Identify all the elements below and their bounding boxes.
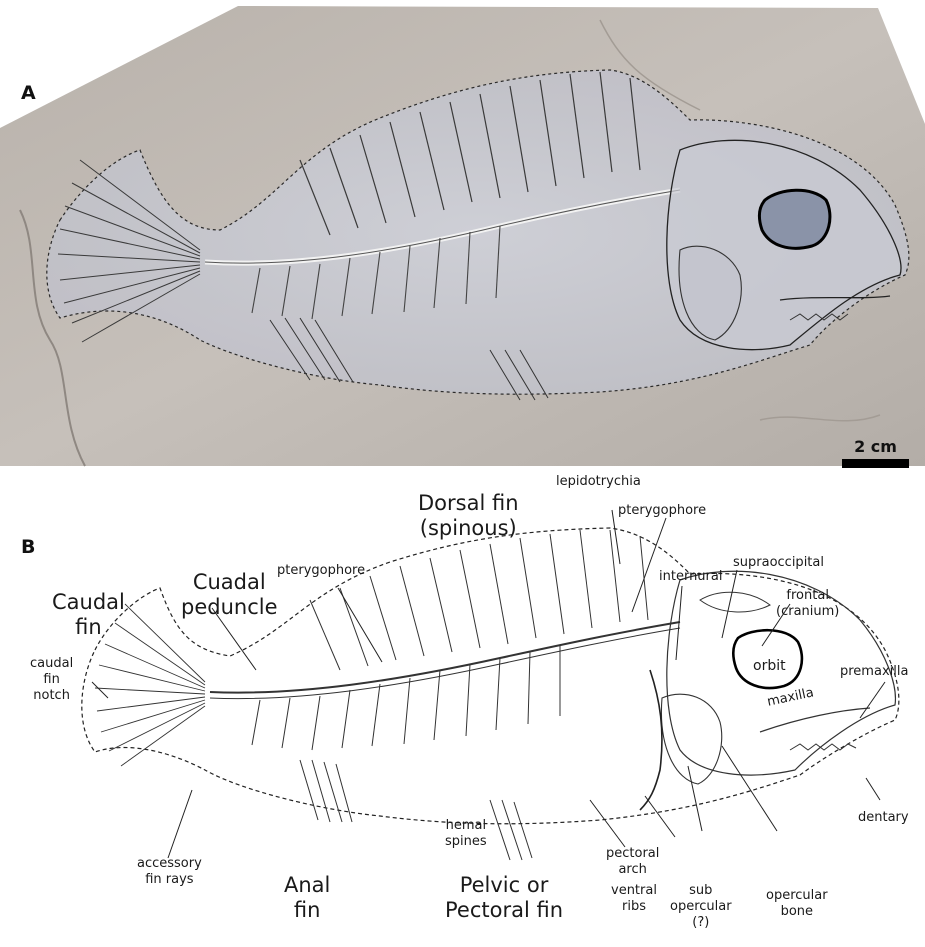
label-pterygophore-mid: pterygophore bbox=[277, 563, 365, 579]
scale-bar-line bbox=[842, 459, 909, 468]
label-sub-opercular-line3: (?) bbox=[670, 915, 732, 931]
label-caudal-fin-line1: Caudal bbox=[52, 590, 125, 615]
label-sub-opercular-line1: sub bbox=[670, 883, 732, 899]
diagram-maxilla bbox=[760, 708, 870, 732]
scale-bar: 2 cm bbox=[842, 437, 909, 468]
label-caudal-fin-notch-line1: caudal bbox=[30, 656, 73, 672]
label-sub-opercular-line2: opercular bbox=[670, 899, 732, 915]
label-pectoral-arch-line1: pectoral bbox=[606, 846, 659, 862]
diagram-pectoral-arch bbox=[640, 670, 662, 810]
label-cuadal-peduncle-line1: Cuadal bbox=[181, 570, 278, 595]
label-caudal-fin-line2: fin bbox=[52, 615, 125, 640]
diagram-lower-fins bbox=[300, 760, 532, 860]
fossil-orbit bbox=[759, 190, 830, 248]
label-lepidotrychia: lepidotrychia bbox=[556, 474, 641, 490]
label-hemal-line2: spines bbox=[445, 834, 487, 850]
label-sub-opercular: sub opercular (?) bbox=[670, 883, 732, 931]
diagram-ribs bbox=[252, 646, 560, 750]
diagram-supraoccipital bbox=[700, 592, 770, 612]
label-dorsal-fin-line1: Dorsal fin bbox=[418, 491, 519, 516]
fossil-photo bbox=[0, 0, 925, 470]
label-pectoral-arch: pectoral arch bbox=[606, 846, 659, 878]
label-pectoral-arch-line2: arch bbox=[606, 862, 659, 878]
label-caudal-fin: Caudal fin bbox=[52, 590, 125, 640]
label-frontal: frontal (cranium) bbox=[776, 588, 839, 620]
label-anal-fin: Anal fin bbox=[284, 873, 330, 923]
label-cuadal-peduncle-line2: peduncle bbox=[181, 595, 278, 620]
label-opercular-bone: opercular bone bbox=[766, 888, 828, 920]
fossil-photo-panel bbox=[0, 0, 925, 470]
label-caudal-fin-notch: caudal fin notch bbox=[30, 656, 73, 704]
label-ventral-ribs-line1: ventral bbox=[611, 883, 657, 899]
label-pelvic-fin: Pelvic or Pectoral fin bbox=[445, 873, 563, 923]
label-orbit: orbit bbox=[753, 658, 786, 674]
label-dorsal-fin: Dorsal fin (spinous) bbox=[418, 491, 519, 541]
label-accessory-line1: accessory bbox=[137, 856, 202, 872]
diagram-operculum bbox=[661, 694, 721, 784]
label-pelvic-line1: Pelvic or bbox=[445, 873, 563, 898]
label-cuadal-peduncle: Cuadal peduncle bbox=[181, 570, 278, 620]
label-dorsal-fin-line2: (spinous) bbox=[418, 516, 519, 541]
label-hemal-spines: hemal spines bbox=[445, 818, 487, 850]
label-frontal-line1: frontal bbox=[776, 588, 839, 604]
label-frontal-line2: (cranium) bbox=[776, 604, 839, 620]
label-ventral-ribs-line2: ribs bbox=[611, 899, 657, 915]
label-opercular-line1: opercular bbox=[766, 888, 828, 904]
panel-b-label: B bbox=[21, 536, 35, 558]
label-hemal-line1: hemal bbox=[445, 818, 487, 834]
label-anal-line1: Anal bbox=[284, 873, 330, 898]
label-internural: internural bbox=[659, 569, 722, 585]
scale-bar-label: 2 cm bbox=[842, 437, 909, 456]
label-pterygophore-top: pterygophore bbox=[618, 503, 706, 519]
label-ventral-ribs: ventral ribs bbox=[611, 883, 657, 915]
label-opercular-line2: bone bbox=[766, 904, 828, 920]
label-supraoccipital: supraoccipital bbox=[733, 555, 824, 571]
label-dentary: dentary bbox=[858, 810, 909, 826]
label-accessory-line2: fin rays bbox=[137, 872, 202, 888]
label-accessory-fin-rays: accessory fin rays bbox=[137, 856, 202, 888]
label-caudal-fin-notch-line3: notch bbox=[30, 688, 73, 704]
label-premaxilla: premaxilla bbox=[840, 664, 908, 680]
panel-a-label: A bbox=[21, 82, 36, 104]
diagram-spine bbox=[210, 622, 680, 693]
label-pelvic-line2: Pectoral fin bbox=[445, 898, 563, 923]
label-caudal-fin-notch-line2: fin bbox=[30, 672, 73, 688]
diagram-dorsal-rays bbox=[310, 530, 648, 670]
label-anal-line2: fin bbox=[284, 898, 330, 923]
